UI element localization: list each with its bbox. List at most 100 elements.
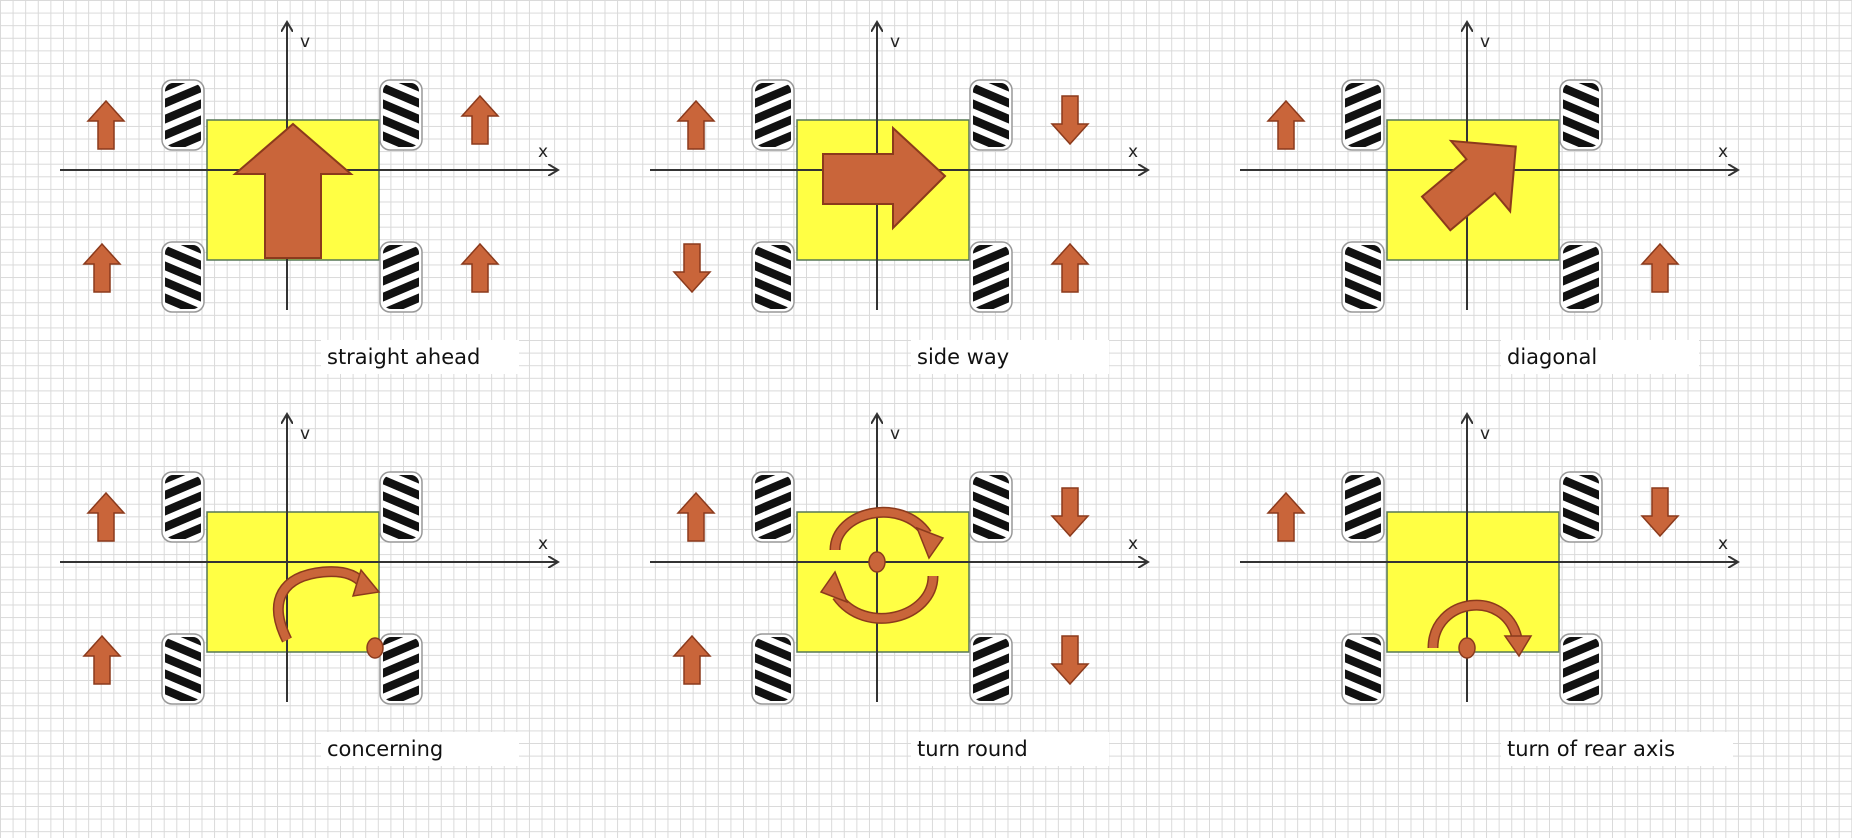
wheel-rear-right-roller — [1563, 245, 1599, 257]
wheel-front-right-roller — [383, 475, 419, 487]
wheel-front-right-roller — [375, 568, 427, 599]
motion-panel — [650, 22, 1148, 313]
wheel-rear-left — [747, 633, 799, 761]
wheel-rear-right-roller — [383, 637, 419, 649]
wheel-rear-left-roller — [1345, 274, 1381, 305]
wheel-front-left-rollers — [1337, 475, 1389, 583]
wheel-front-right-roller — [1555, 48, 1607, 79]
wheel-front-left-roller — [157, 440, 209, 471]
wheel-front-left — [161, 79, 205, 151]
wheel-front-left-roller — [747, 160, 799, 191]
wheel-rear-left-roller — [1337, 338, 1389, 369]
wheel-front-left-roller — [157, 552, 209, 583]
wheel-rear-right-roller — [1563, 290, 1599, 309]
wheel-rear-left-rollers — [1337, 602, 1389, 701]
wheel-front-left-roller — [755, 128, 791, 147]
wheel-rear-right-roller — [383, 290, 419, 309]
wheel-rear-right-roller — [973, 637, 1009, 649]
wheel-front-left-roller — [747, 440, 799, 471]
wheel-rear-left-roller — [1345, 637, 1381, 665]
motion-curve-top-body — [831, 508, 931, 551]
motion-curve-concerning-body — [274, 567, 367, 642]
wheel-front-right-roller — [375, 440, 427, 471]
wheel-rear-left-roller — [165, 682, 201, 701]
wheel-front-left-roller — [1345, 83, 1381, 111]
wheel-rear-right-roller — [1563, 637, 1599, 649]
wheel-rear-left-roller — [165, 637, 201, 649]
wheel-rear-right — [965, 602, 1017, 705]
wheel-arrow-rear-left — [672, 634, 712, 685]
wheel-rear-right-roller — [383, 245, 419, 273]
wheel-front-right-roller — [383, 83, 419, 111]
wheel-front-right — [965, 48, 1017, 207]
panel-caption: diagonal — [1501, 340, 1699, 374]
panel-caption: side way — [911, 340, 1109, 374]
wheel-arrow-rear-left — [672, 243, 712, 294]
motion-curve-rear-body — [1429, 601, 1521, 649]
wheel-front-right-roller — [965, 48, 1017, 79]
wheel-front-left-roller — [747, 48, 799, 79]
wheel-rear-right — [969, 241, 1013, 313]
wheel-front-right-roller — [965, 176, 1017, 207]
wheel-front-left-roller — [165, 520, 201, 539]
wheel-rear-right-roller — [383, 666, 419, 697]
wheel-rear-right-roller — [383, 245, 419, 257]
wheel-arrow-rear-right — [460, 242, 500, 293]
wheel-front-right-roller — [1563, 520, 1599, 539]
wheel-front-left — [747, 440, 799, 543]
motion-arrow-diagonal — [1420, 139, 1517, 232]
motion-panel — [1240, 414, 1738, 705]
wheel-front-left-rollers — [1345, 83, 1381, 147]
wheel-front-right-roller — [383, 83, 419, 95]
wheel-arrow-front-left — [676, 99, 716, 150]
wheel-front-left-roller — [755, 96, 791, 127]
wheel-front-left-roller — [1345, 475, 1381, 503]
wheel-front-right-rollers — [973, 475, 1009, 539]
wheel-rear-left-roller — [165, 245, 201, 257]
wheel-rear-right-roller — [965, 602, 1017, 633]
wheel-front-left-roller — [165, 475, 201, 503]
wheel-rear-left-roller — [1345, 245, 1381, 257]
wheel-front-right-rollers — [965, 48, 1017, 207]
wheel-front-right-roller — [1555, 552, 1607, 583]
wheel-rear-left-roller — [1345, 258, 1381, 289]
wheel-rear-left-roller — [755, 666, 791, 697]
wheel-rear-left-roller — [1345, 666, 1381, 697]
wheel-front-left-roller — [755, 520, 791, 539]
wheel-rear-right-roller — [1563, 650, 1599, 681]
wheel-front-right-roller — [1563, 475, 1599, 487]
motion-curve-bottom-head — [819, 570, 849, 604]
wheel-rear-left-roller — [755, 682, 791, 701]
wheel-rear-right-roller — [973, 637, 1009, 665]
wheel-front-right-roller — [383, 128, 419, 147]
wheel-front-right-roller — [383, 475, 419, 503]
wheel-arrow-front-right — [1050, 487, 1090, 538]
wheel-front-right-roller — [375, 552, 427, 583]
wheel-front-right-roller — [375, 160, 427, 191]
wheel-arrow-front-left — [676, 491, 716, 542]
wheel-rear-left-roller — [157, 338, 209, 369]
wheel-rear-right-roller — [375, 210, 427, 241]
motion-curve-rear-head — [1503, 635, 1533, 658]
wheel-rear-left-roller — [165, 637, 201, 665]
wheel-front-left — [747, 48, 799, 191]
motion-panel — [60, 22, 558, 369]
wheel-front-left-roller — [1337, 552, 1389, 583]
wheel-rear-left-roller — [1337, 602, 1389, 633]
wheel-arrow-front-left — [86, 99, 126, 150]
wheel-front-right-roller — [383, 504, 419, 535]
chassis-body — [796, 511, 970, 653]
y-axis-label: v — [1480, 32, 1491, 52]
motion-panel — [1240, 22, 1738, 369]
wheel-front-left — [1337, 471, 1389, 583]
wheel-front-right-roller — [965, 160, 1017, 191]
wheel-rear-left-roller — [747, 730, 799, 761]
wheel-rear-left-roller — [157, 602, 209, 633]
wheel-front-left-roller — [165, 504, 201, 535]
wheel-rear-left — [1337, 241, 1389, 369]
wheel-rear-right-roller — [973, 650, 1009, 681]
wheel-rear-right-rollers — [1563, 245, 1599, 309]
wheel-rear-left-roller — [1345, 682, 1381, 701]
wheel-front-right-roller — [1555, 568, 1607, 599]
